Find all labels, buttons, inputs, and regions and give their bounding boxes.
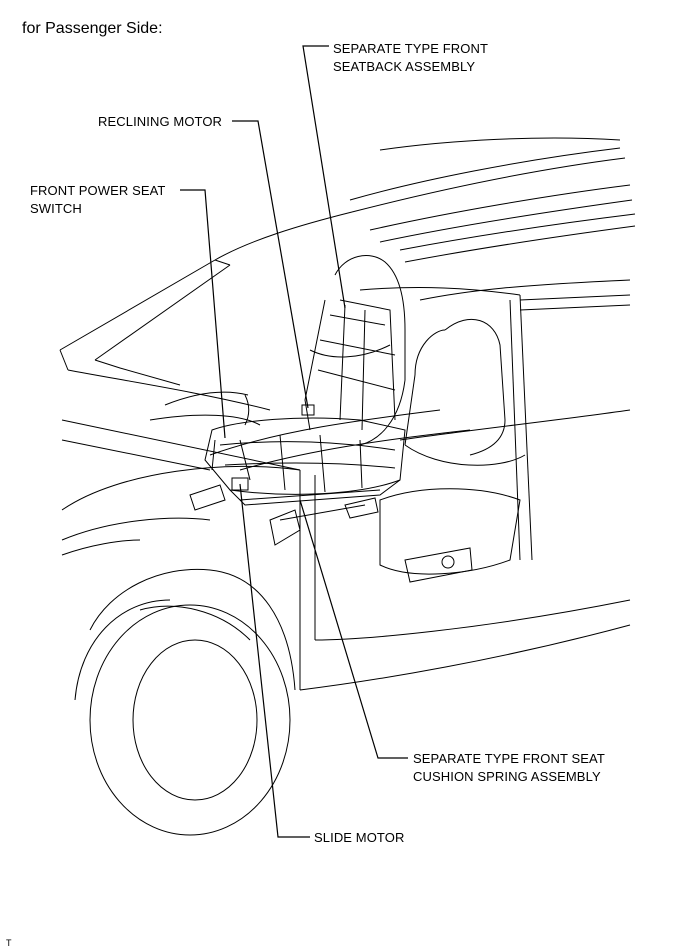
slide-motor-label: SLIDE MOTOR: [314, 830, 405, 845]
switch-label-line1: FRONT POWER SEAT: [30, 183, 166, 198]
switch-label-line2: SWITCH: [30, 201, 82, 216]
corner-mark: T: [6, 938, 12, 948]
seatback-label-line2: SEATBACK ASSEMBLY: [333, 59, 476, 74]
seatback-label-line1: SEPARATE TYPE FRONT: [333, 41, 489, 56]
front-seat-frame: [189, 255, 471, 546]
cushion-spring-leader-line: [299, 499, 408, 759]
seatback-assembly-label: SEPARATE TYPE FRONT SEATBACK ASSEMBLY: [333, 40, 488, 76]
front-power-seat-switch-label: FRONT POWER SEAT SWITCH: [30, 182, 165, 218]
slide-motor-leader-line: [239, 483, 310, 838]
cushion-spring-assembly-label: SEPARATE TYPE FRONT SEAT CUSHION SPRING …: [413, 750, 605, 786]
seatback-leader-line: [302, 45, 346, 309]
page-title: for Passenger Side:: [22, 20, 163, 37]
reclining-motor-label: RECLINING MOTOR: [98, 114, 223, 129]
cushion-label-line1: SEPARATE TYPE FRONT SEAT: [413, 751, 605, 766]
reclining-motor-leader-line: [232, 120, 309, 409]
cushion-label-line2: CUSHION SPRING ASSEMBLY: [413, 769, 601, 784]
leader-lines: [180, 45, 408, 838]
power-seat-switch-leader-line: [180, 189, 226, 439]
vehicle-body: [59, 137, 636, 836]
